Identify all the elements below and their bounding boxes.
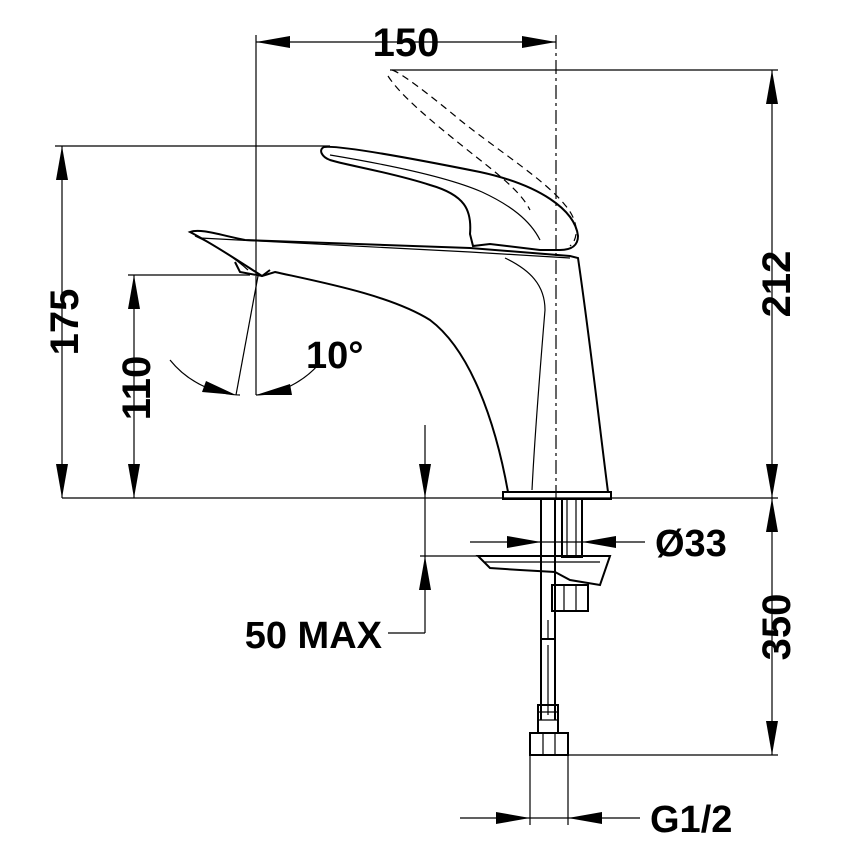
lever-closed: [320, 145, 580, 251]
dimension-110: 110: [115, 275, 159, 498]
dim-33-arrow-left: [507, 536, 541, 548]
dim-110-label: 110: [115, 356, 159, 421]
dim-212-label: 212: [755, 251, 799, 318]
dimension-angle: 10°: [169, 275, 363, 396]
dim-50-label: 50 MAX: [245, 615, 383, 657]
dim-150-label: 150: [373, 21, 440, 65]
dimension-50max: 50 MAX: [245, 425, 431, 657]
hose-body: [540, 639, 556, 720]
spout-body-outline: [187, 229, 610, 493]
dimension-150: 150: [256, 21, 556, 65]
dimension-g12: G1/2: [460, 799, 732, 841]
angle-arrow-right: [256, 384, 292, 395]
lever-open-inner: [387, 75, 531, 211]
mounting-hardware: [475, 498, 612, 640]
dim-33-arrow-right: [582, 536, 616, 548]
angle-arrow-left: [202, 381, 236, 395]
dim-50-arrow-bottom: [419, 556, 431, 590]
dim-g12-arrow-right: [568, 812, 602, 824]
dim-350-arrow-bottom: [766, 721, 778, 755]
body-inner-line: [504, 257, 546, 491]
dim-175-arrow-top: [56, 146, 68, 180]
angle-tilted: [235, 275, 259, 396]
dimension-diameter: Ø33: [470, 523, 727, 565]
dim-110-arrow-bottom: [128, 464, 140, 498]
threaded-stud-left: [540, 498, 556, 640]
dimension-350: 350: [755, 498, 799, 755]
dim-g12-arrow-left: [496, 812, 530, 824]
flexible-hose: [529, 620, 569, 756]
spout-top-edge: [199, 237, 571, 259]
dimension-175: 175: [43, 146, 87, 498]
base-flange: [502, 491, 612, 500]
dim-350-arrow-top: [766, 498, 778, 532]
dimension-212: 212: [755, 70, 799, 498]
lever-open-position: [387, 69, 577, 247]
spout-underside: [194, 235, 249, 271]
dim-175-arrow-bottom: [56, 464, 68, 498]
dim-212-arrow-top: [766, 70, 778, 104]
dim-33-label: Ø33: [655, 523, 727, 565]
lever-handle: [320, 145, 580, 251]
lever-open-outer: [391, 69, 577, 247]
mounting-plate: [475, 555, 612, 587]
dim-110-arrow-top: [128, 275, 140, 309]
extension-lines: [55, 35, 778, 825]
dim-g12-label: G1/2: [650, 799, 732, 841]
aerator-tip: [234, 261, 271, 278]
dim-50-arrow-top: [419, 464, 431, 498]
faucet-body: [187, 229, 610, 493]
dim-150-arrow-left: [256, 36, 290, 48]
angle-label: 10°: [306, 335, 363, 377]
dim-175-label: 175: [43, 289, 87, 356]
threaded-stud-right: [561, 498, 583, 558]
dim-350-label: 350: [755, 594, 799, 661]
hose-end-nut: [529, 732, 569, 756]
lever-highlight: [329, 154, 541, 241]
dim-212-arrow-bottom: [766, 464, 778, 498]
dim-150-arrow-right: [522, 36, 556, 48]
mounting-nut: [551, 584, 589, 612]
